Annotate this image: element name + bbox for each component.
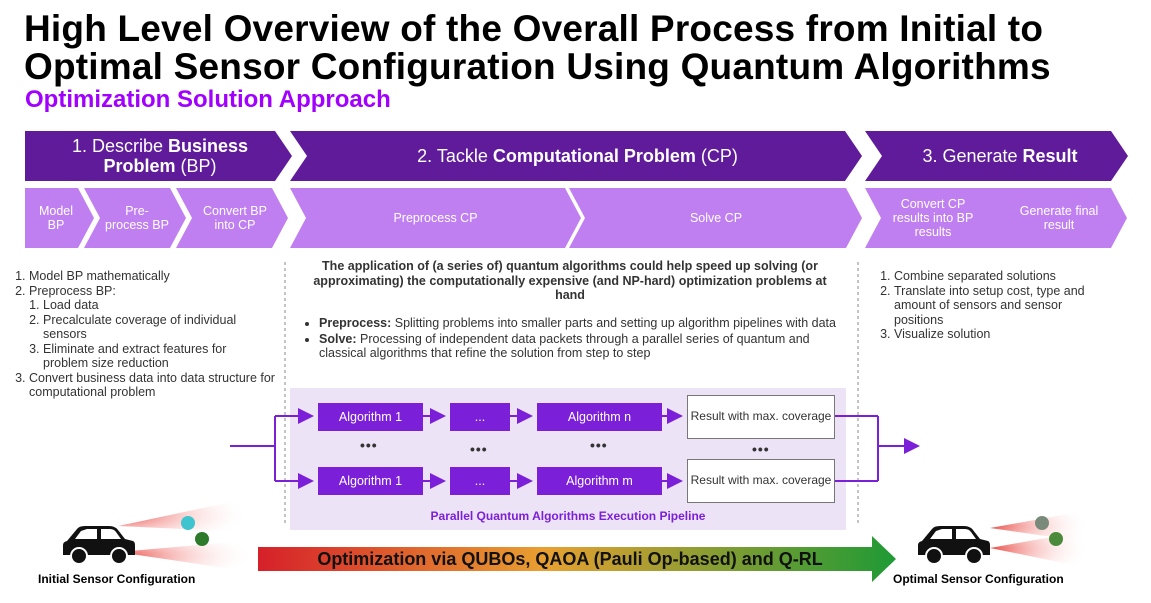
bullet-preprocess: Preprocess: Splitting problems into smal… xyxy=(319,316,847,331)
left-list-item: Preprocess BP: Load data Precalculate co… xyxy=(29,284,275,371)
left-list-item: Convert business data into data structur… xyxy=(29,371,275,400)
bullet-solve: Solve: Processing of independent data pa… xyxy=(319,332,847,361)
sensor-dot-green xyxy=(1049,532,1063,546)
sensor-dot-green xyxy=(195,532,209,546)
left-sublist-item: Eliminate and extract features for probl… xyxy=(43,342,275,371)
left-sublist-item: Precalculate coverage of individual sens… xyxy=(43,313,275,342)
initial-car-icon xyxy=(63,526,135,565)
left-sublist-item: Load data xyxy=(43,298,275,313)
optimal-car-icon xyxy=(918,526,990,565)
step-label-generate-final: Generate final result xyxy=(1019,204,1099,232)
algorithm-box: ... xyxy=(450,467,510,495)
algorithm-box: Algorithm m xyxy=(537,467,662,495)
result-box: Result with max. coverage xyxy=(687,459,835,503)
phase-label-generate: 3. Generate Result xyxy=(922,146,1078,166)
right-task-list: Combine separated solutions Translate in… xyxy=(868,269,1108,342)
algorithm-box: Algorithm 1 xyxy=(318,467,423,495)
algorithm-box: Algorithm 1 xyxy=(318,403,423,431)
pipeline-connectors xyxy=(230,408,920,489)
step-label-model-bp: Model BP xyxy=(38,204,74,232)
left-list-item: Model BP mathematically xyxy=(29,269,275,284)
ellipsis: ••• xyxy=(470,441,488,457)
page-subtitle: Optimization Solution Approach xyxy=(25,86,391,113)
ellipsis: ••• xyxy=(752,441,770,457)
right-list-item: Visualize solution xyxy=(894,327,1108,342)
ellipsis: ••• xyxy=(590,437,608,453)
step-chevron-4 xyxy=(290,188,581,248)
step-label-preprocess-bp: Pre-process BP xyxy=(105,204,169,232)
step-label-convert-bp: Convert BP into CP xyxy=(203,204,267,232)
initial-sensor-beams xyxy=(118,498,255,572)
step-label-convert-cp: Convert CP results into BP results xyxy=(892,197,974,239)
phase-chevron-3 xyxy=(865,131,1128,181)
phase-label-tackle: 2. Tackle Computational Problem (CP) xyxy=(417,146,738,166)
step-chevron-1 xyxy=(25,188,94,248)
step-chevron-3 xyxy=(176,188,288,248)
step-label-solve-cp: Solve CP xyxy=(689,211,743,225)
algorithm-box: ... xyxy=(450,403,510,431)
middle-heading: The application of (a series of) quantum… xyxy=(313,259,827,302)
left-task-list: Model BP mathematically Preprocess BP: L… xyxy=(3,269,275,400)
middle-bullets: Preprocess: Splitting problems into smal… xyxy=(302,316,847,362)
page-title: High Level Overview of the Overall Proce… xyxy=(24,8,1051,87)
optimal-config-label: Optimal Sensor Configuration xyxy=(893,572,1064,586)
optimization-label: Optimization via QUBOs, QAOA (Pauli Op-b… xyxy=(317,549,823,569)
phase-chevron-1 xyxy=(25,131,292,181)
phase-chevron-2 xyxy=(290,131,862,181)
step-label-preprocess-cp: Preprocess CP xyxy=(393,211,478,225)
ellipsis: ••• xyxy=(360,437,378,453)
optimal-sensor-beams xyxy=(990,510,1090,568)
result-box: Result with max. coverage xyxy=(687,395,835,439)
step-chevron-5 xyxy=(569,188,862,248)
pipeline-label: Parallel Quantum Algorithms Execution Pi… xyxy=(430,509,706,523)
phase-label-describe: 1. Describe Business Problem (BP) xyxy=(71,136,249,176)
right-list-item: Combine separated solutions xyxy=(894,269,1108,284)
algorithm-box: Algorithm n xyxy=(537,403,662,431)
step-chevron-7 xyxy=(988,188,1127,248)
right-list-item: Translate into setup cost, type and amou… xyxy=(894,284,1108,328)
initial-config-label: Initial Sensor Configuration xyxy=(38,572,196,586)
sensor-dot-grey xyxy=(1035,516,1049,530)
step-chevron-2 xyxy=(84,188,186,248)
optimization-arrow xyxy=(258,536,896,582)
step-chevron-6 xyxy=(865,188,1006,248)
sensor-dot-teal xyxy=(181,516,195,530)
